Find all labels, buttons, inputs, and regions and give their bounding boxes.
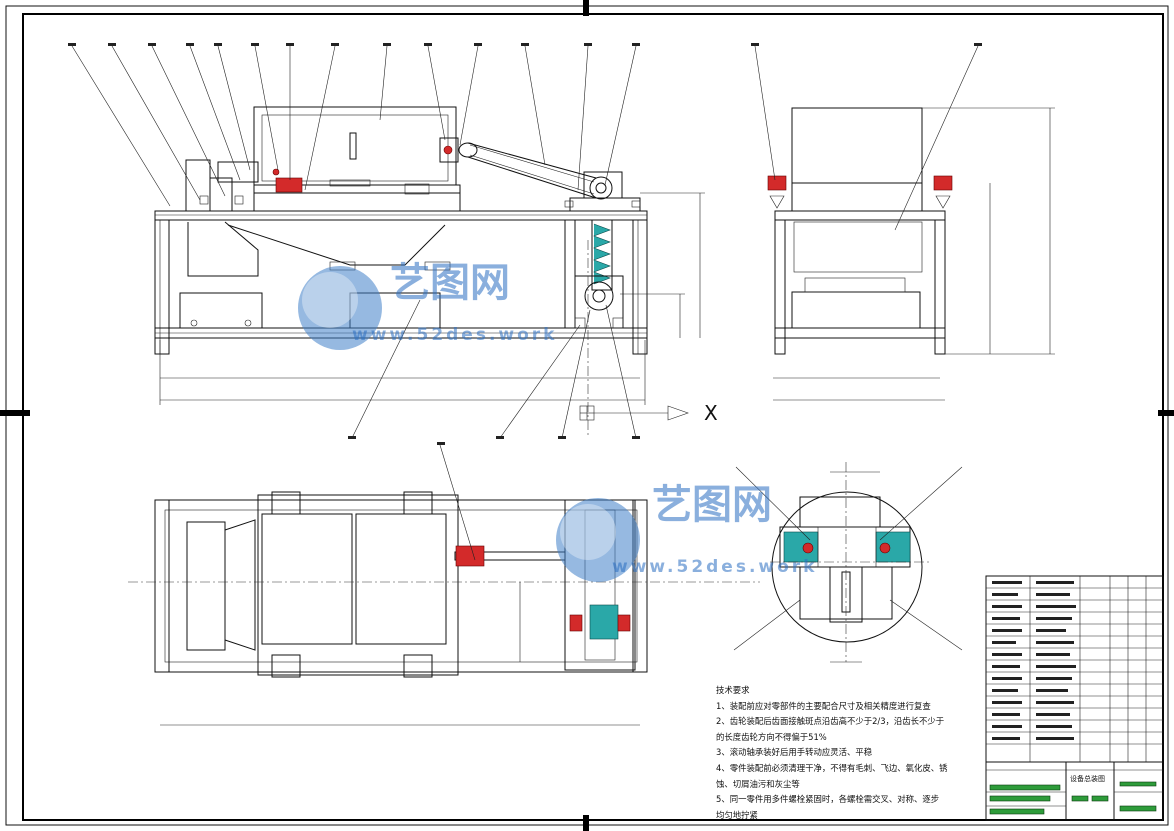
- watermark-url-lower: www.52des.work: [612, 557, 818, 577]
- technical-note-item: 5、同一零件用多件螺栓紧固时，各螺栓需交叉、对称、逐步: [716, 794, 940, 805]
- front-view: [154, 106, 705, 435]
- watermark-brand-upper: 艺图网: [390, 260, 510, 306]
- technical-note-item: 均匀地拧紧: [716, 809, 758, 820]
- watermark-brand-lower: 艺图网: [652, 482, 772, 528]
- title-block: 设备总装图: [985, 575, 1164, 821]
- title-block-drawing-name: 设备总装图: [1070, 774, 1105, 783]
- technical-note-item: 3、滚动轴承装好后用手转动应灵活、平稳: [716, 747, 873, 758]
- watermark-url-upper: www.52des.work: [352, 325, 558, 345]
- technical-note-item: 的长度齿轮方向不得偏于51%: [716, 731, 827, 742]
- technical-note-item: 4、零件装配前必须清理干净，不得有毛刺、飞边、氧化皮、锈: [716, 762, 948, 773]
- view-direction-marker: X: [579, 401, 718, 425]
- technical-note-item: 2、齿轮装配后齿面接触斑点沿齿高不少于2/3，沿齿长不少于: [716, 716, 945, 727]
- technical-notes-title: 技术要求: [716, 685, 750, 695]
- detail-view: [733, 462, 963, 663]
- technical-note-item: 1、装配前应对零部件的主要配合尺寸及相关精度进行复查: [716, 700, 931, 711]
- top-view: [128, 442, 760, 726]
- watermark-upper: 艺图网 www.52des.work: [298, 260, 558, 350]
- side-view: [751, 43, 1055, 401]
- view-direction-letter: X: [704, 401, 718, 425]
- watermark-lower: 艺图网 www.52des.work: [556, 482, 818, 582]
- technical-note-item: 蚀、切屑油污和灰尘等: [716, 778, 800, 789]
- technical-notes: 技术要求 1、装配前应对零部件的主要配合尺寸及相关精度进行复查 2、齿轮装配后齿…: [716, 683, 948, 823]
- balloon-leaders-front: [68, 43, 640, 439]
